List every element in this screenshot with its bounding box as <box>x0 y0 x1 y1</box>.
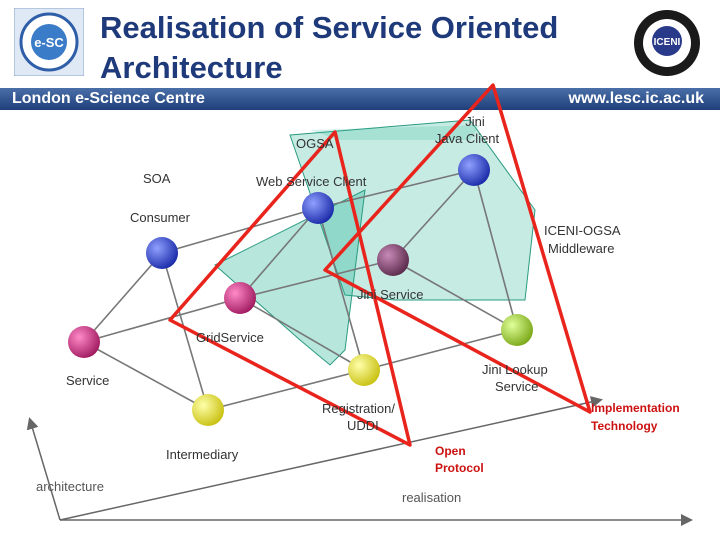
link-grid-registration <box>239 297 365 371</box>
label-java-client: Java Client <box>435 131 500 146</box>
node-jini-service <box>377 244 409 276</box>
label-open: Open <box>435 444 466 458</box>
planes <box>214 119 536 366</box>
labels: Jini Java Client OGSA SOA Web Service Cl… <box>36 114 680 505</box>
label-soa: SOA <box>143 171 171 186</box>
link-service-intermediary <box>83 341 209 411</box>
logo-right-text: ICENI <box>654 37 681 48</box>
label-implementation: Implementation <box>591 401 680 415</box>
link-intermediary-registration <box>207 369 365 411</box>
title-line-1: Realisation of Service Oriented <box>100 10 559 45</box>
link-consumer-intermediary <box>161 252 209 411</box>
label-service: Service <box>66 373 109 388</box>
red-triangles <box>168 83 592 447</box>
title-line-2: Architecture <box>100 50 283 85</box>
label-registration: Registration/ <box>322 401 395 416</box>
label-ogsa: OGSA <box>296 136 334 151</box>
link-consumer-service <box>83 252 163 343</box>
label-protocol: Protocol <box>435 461 484 475</box>
banner-left-text: London e-Science Centre <box>12 90 205 107</box>
link-consumer-web <box>161 207 319 254</box>
node-java-client <box>458 154 490 186</box>
link-java-lookup <box>473 169 518 331</box>
page-title: Realisation of Service Oriented Architec… <box>100 8 640 88</box>
node-intermediary <box>192 394 224 426</box>
link-jiniservice-lookup <box>392 259 518 331</box>
label-jini: Jini <box>465 114 485 129</box>
plane-back <box>310 125 480 140</box>
triangle-open-protocol <box>168 130 412 447</box>
label-architecture: architecture <box>36 479 104 494</box>
node-registration <box>348 354 380 386</box>
logo-left-text: e-SC <box>34 35 64 50</box>
label-uddi: UDDI <box>347 418 379 433</box>
link-web-grid <box>239 207 319 299</box>
axis-architecture <box>26 417 61 521</box>
nodes <box>68 154 533 426</box>
link-service-grid <box>83 297 241 343</box>
lesc-logo: e-SC <box>14 8 84 76</box>
node-jini-lookup <box>501 314 533 346</box>
header-banner: London e-Science Centre www.lesc.ic.ac.u… <box>0 88 720 110</box>
label-intermediary: Intermediary <box>166 447 239 462</box>
iceni-logo: ICENI <box>634 10 700 76</box>
axes <box>26 396 693 526</box>
label-consumer: Consumer <box>130 210 191 225</box>
label-technology: Technology <box>591 419 658 433</box>
label-grid-service: GridService <box>196 330 264 345</box>
banner-right-link[interactable]: www.lesc.ic.ac.uk <box>568 90 704 107</box>
label-iceni-ogsa: ICENI-OGSA <box>544 223 621 238</box>
connections <box>83 169 518 411</box>
label-middleware: Middleware <box>548 241 614 256</box>
node-service <box>68 326 100 358</box>
node-grid-service <box>224 282 256 314</box>
triangle-implementation <box>323 83 592 414</box>
axis-implementation <box>59 396 603 521</box>
link-java-jiniservice <box>392 169 475 261</box>
label-jini-lookup-service: Service <box>495 379 538 394</box>
link-web-java <box>317 169 475 209</box>
label-realisation: realisation <box>402 490 461 505</box>
label-jini-service: Jini Service <box>357 287 423 302</box>
label-web-service-client: Web Service Client <box>256 174 367 189</box>
node-consumer <box>146 237 178 269</box>
node-web-service-client <box>302 192 334 224</box>
label-jini-lookup: Jini Lookup <box>482 362 548 377</box>
link-web-registration <box>317 207 365 371</box>
